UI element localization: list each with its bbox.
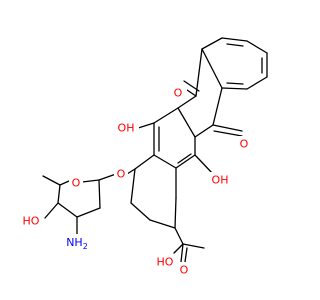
phenol-hydroxyl-right: OH: [212, 174, 229, 187]
sugar-ring-oxygen: O: [72, 177, 81, 190]
sugar-hydroxyl: HO: [23, 215, 40, 228]
bond-lines: [42, 37, 268, 263]
ketone-oxygen-bottom: O: [240, 138, 249, 151]
tertiary-hydroxyl: HO: [157, 256, 174, 269]
acetyl-oxygen: O: [180, 264, 189, 277]
ketone-oxygen-top: O: [174, 87, 183, 100]
molecule-structure: O O OH OH O O HO NH2 HO O: [19, 37, 268, 278]
phenol-hydroxyl-left: OH: [118, 122, 135, 135]
atom-labels: O O OH OH O O HO NH2 HO O: [19, 85, 252, 278]
glycosidic-oxygen: O: [117, 168, 126, 181]
amino-group: NH2: [66, 236, 88, 251]
